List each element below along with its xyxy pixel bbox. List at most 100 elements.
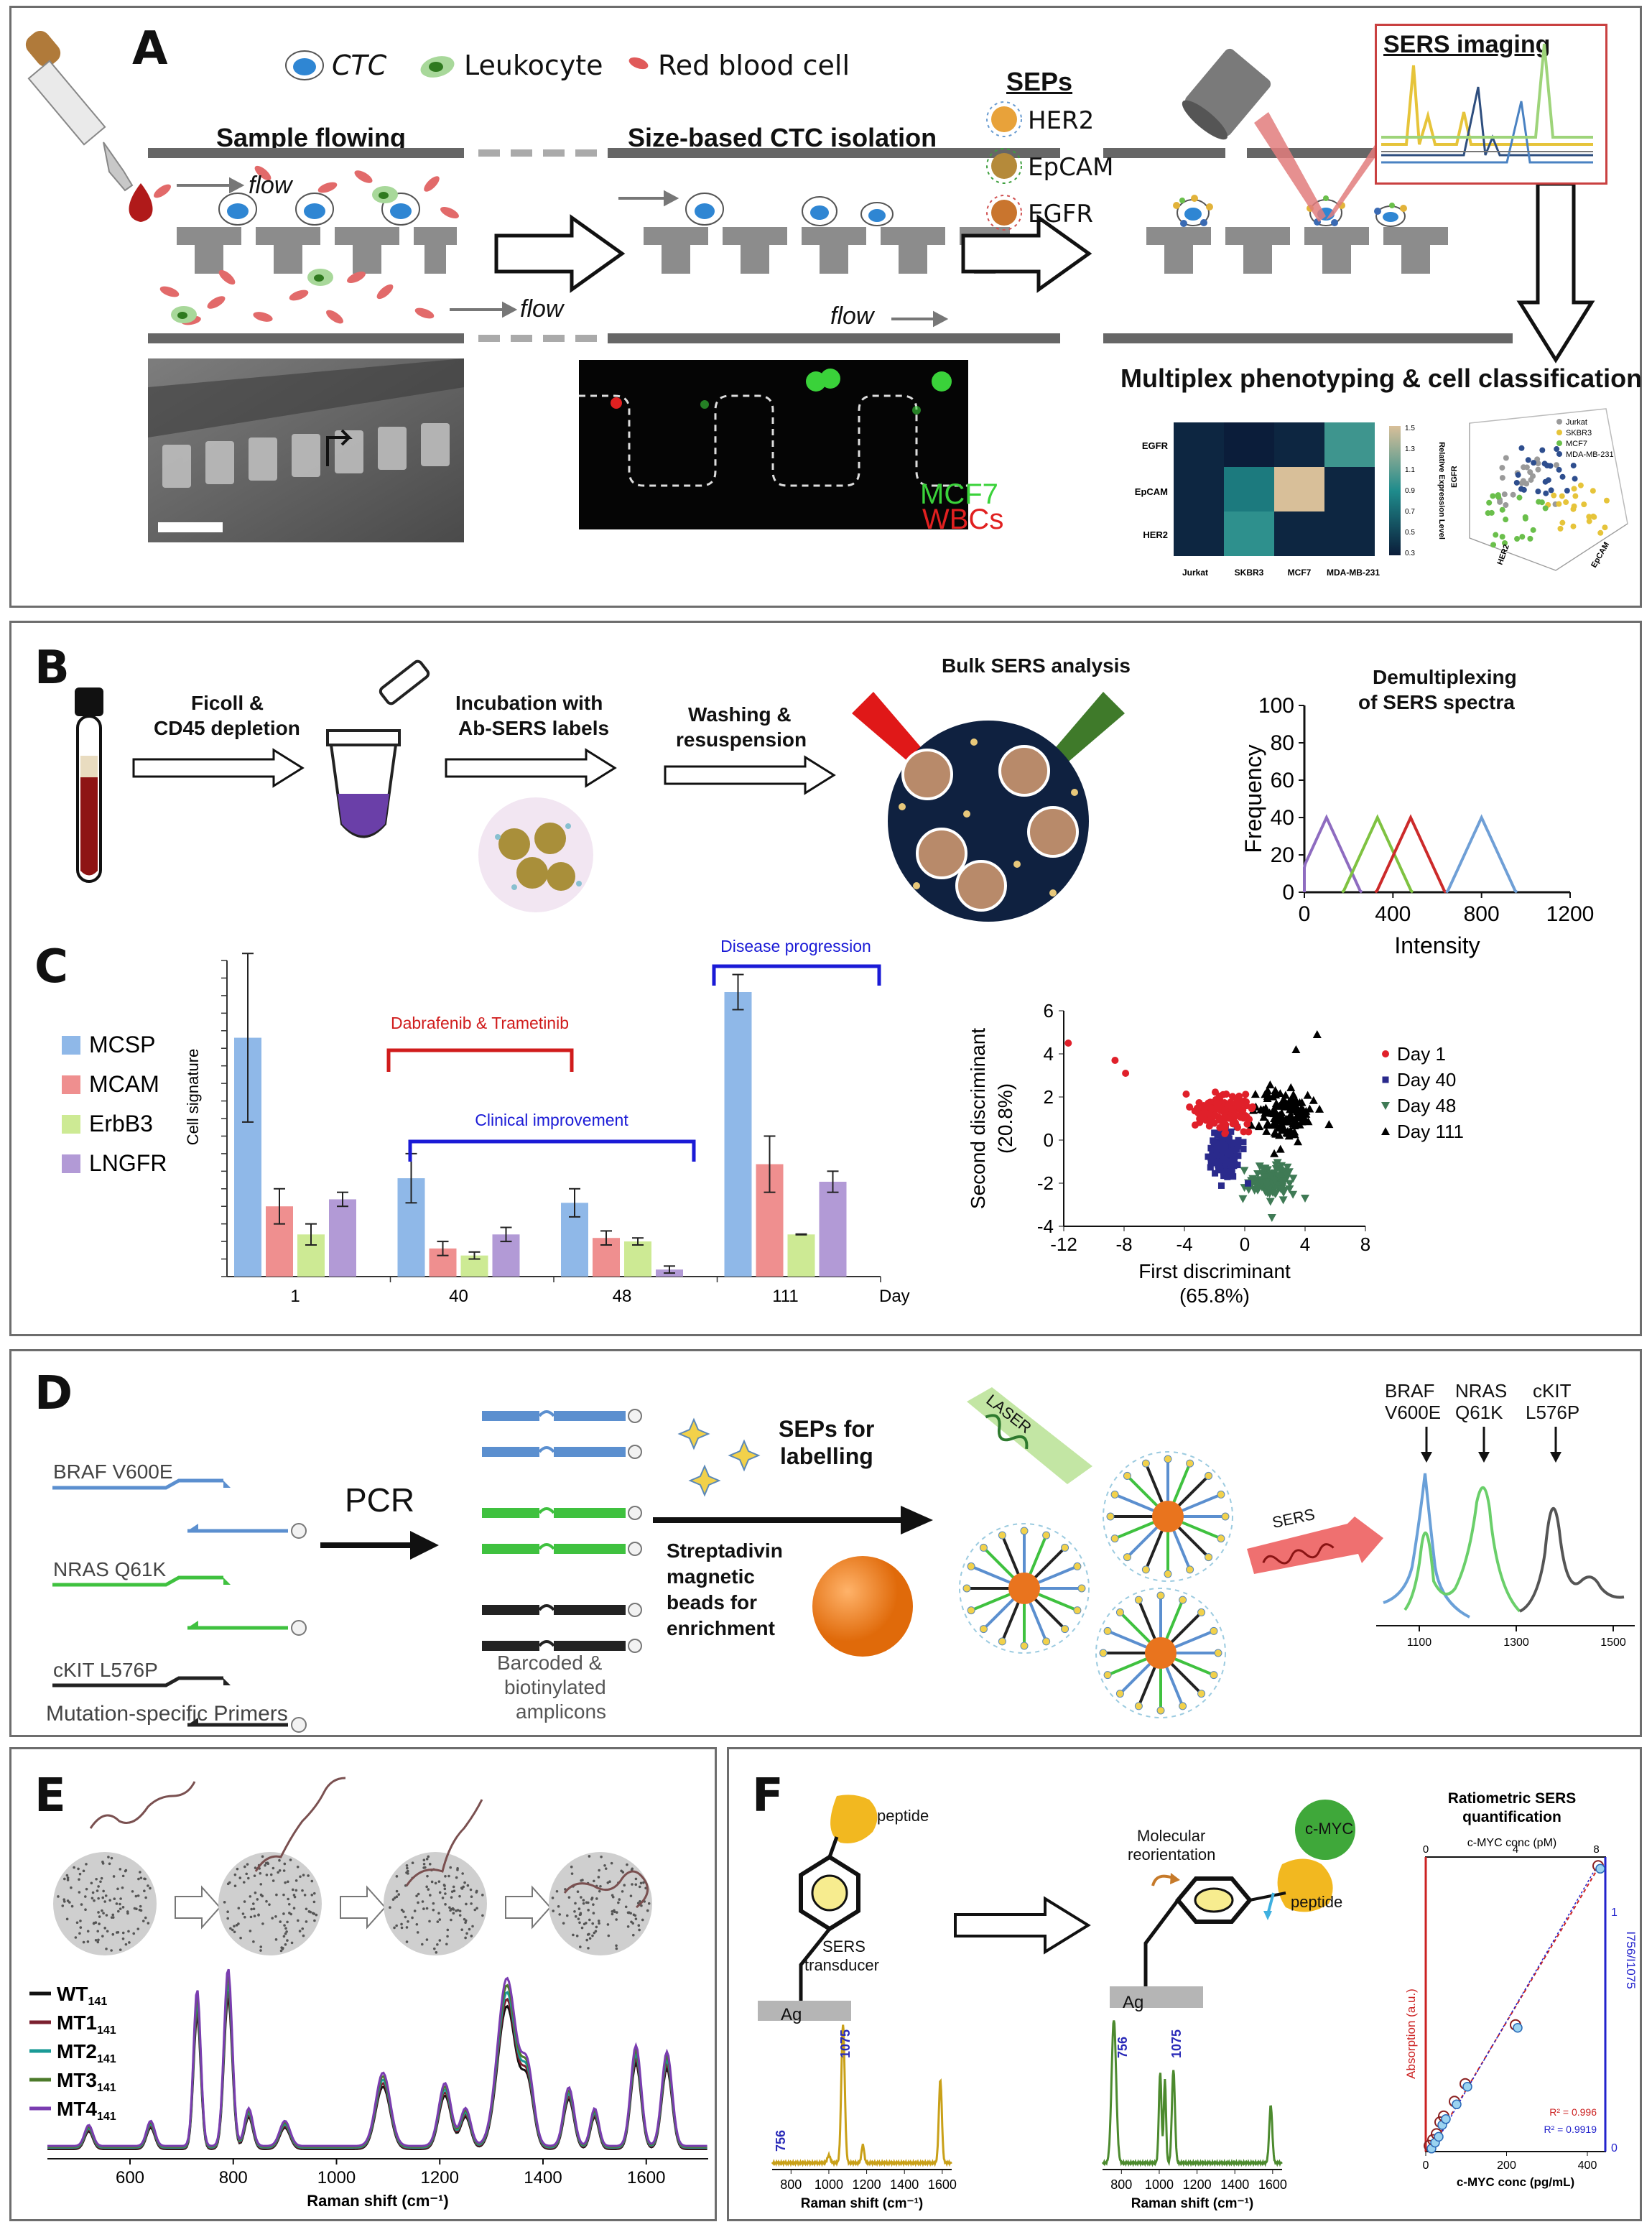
right-tick-label: 0: [1611, 2142, 1618, 2154]
surface-dot: [62, 1900, 66, 1903]
data-point-blue: [1452, 2099, 1462, 2110]
lda-point: [1279, 1196, 1288, 1205]
heatmap-row-her2: HER2: [1143, 529, 1168, 540]
lda-point: [1240, 1145, 1247, 1152]
step-bulk-sers: Bulk SERS analysis: [942, 654, 1131, 677]
surface-dot: [639, 1881, 643, 1885]
surface-dot: [647, 1902, 651, 1905]
surface-dot: [617, 1901, 620, 1904]
y-tick-label: 4: [1044, 1043, 1054, 1065]
hollow-arrow-icon: [445, 748, 617, 788]
magnetic-bead: [1152, 1501, 1184, 1532]
reoriented-transducer-diagram: [1110, 1800, 1355, 2008]
beads-label-3: beads for: [667, 1591, 758, 1613]
surface-dot: [400, 1922, 403, 1926]
biotin-dot: [628, 1506, 642, 1520]
lda-point: [1289, 1090, 1298, 1098]
surface-dot: [422, 1862, 426, 1866]
sers-imaging-spectra: [1381, 43, 1593, 164]
surface-dot: [115, 1902, 119, 1905]
lda-point: [1222, 1168, 1230, 1175]
surface-dot: [570, 1872, 574, 1875]
sep-label-dot: [1156, 1591, 1165, 1600]
surface-dot: [127, 1930, 130, 1933]
surface-dot: [296, 1865, 300, 1869]
peptide-label-1: peptide: [877, 1807, 929, 1825]
hollow-arrow-icon: [132, 748, 305, 788]
surface-dot: [243, 1865, 246, 1869]
lda-point: [1214, 1104, 1222, 1112]
top-axis-label: c-MYC conc (pM): [1467, 1837, 1556, 1849]
sep-label-dot: [1123, 1553, 1131, 1562]
surface-dot: [223, 1901, 226, 1904]
surface-dot: [305, 1920, 308, 1923]
lda-point: [1230, 1111, 1238, 1119]
scatter3d-point: [1527, 469, 1533, 476]
sep-label-dot: [1141, 1459, 1150, 1468]
x-tick-label: -4: [1176, 1233, 1192, 1255]
surface-dot: [444, 1903, 447, 1906]
scatter3d-point: [1535, 466, 1541, 473]
lda-point: [1382, 1076, 1389, 1083]
scatter3d-point: [1548, 487, 1554, 494]
y-axis-label: Second discriminant: [967, 1028, 989, 1209]
y-tick-label: 0: [1044, 1129, 1054, 1151]
micrograph-label-mcf7: MCF7: [920, 478, 998, 510]
surface-dot: [634, 1917, 638, 1920]
mutation-sers-spectra: 1100 1300 1500: [1376, 1427, 1635, 1649]
sep-label-dot: [1217, 1534, 1225, 1543]
surface-dot: [253, 1874, 256, 1877]
surface-dot: [470, 1902, 473, 1905]
surface-dot: [630, 1920, 633, 1924]
lda-point: [1207, 1154, 1215, 1162]
lda-point: [1217, 1162, 1224, 1169]
d-xtick-1100: 1100: [1407, 1636, 1432, 1649]
sep-label-dot: [1221, 1512, 1230, 1521]
surface-dot: [481, 1894, 484, 1897]
surface-dot: [432, 1908, 435, 1912]
scatter3d-point: [1525, 457, 1531, 463]
surface-dot: [422, 1866, 425, 1869]
surface-dot: [432, 1902, 435, 1905]
sep-label-dot: [1164, 1570, 1172, 1578]
surface-dot: [587, 1901, 590, 1904]
surface-dot: [437, 1880, 441, 1883]
lda-point: [1275, 1131, 1284, 1139]
scatter3d-point: [1503, 501, 1509, 508]
top-tick-label: 4: [1513, 1843, 1518, 1856]
legend-label: LNGFR: [89, 1150, 167, 1176]
heatmap-cell: [1224, 511, 1274, 556]
surface-dot: [395, 1875, 399, 1878]
surface-dot: [128, 1941, 131, 1944]
lda-point: [1292, 1103, 1301, 1111]
surface-dot: [587, 1909, 590, 1912]
legend-ctc-label: CTC: [332, 50, 387, 81]
surface-dot: [93, 1922, 96, 1925]
scatter3d-point: [1590, 488, 1596, 494]
surface-dot: [251, 1902, 255, 1905]
surface-dot: [615, 1911, 618, 1914]
surface-dot: [313, 1919, 316, 1922]
step-ficoll: Ficoll &: [191, 692, 264, 714]
surface-dot: [456, 1909, 460, 1912]
surface-dot: [301, 1889, 304, 1892]
seps-labelling-2: labelling: [780, 1443, 873, 1469]
scatter3d-point: [1521, 486, 1527, 493]
surface-dot: [286, 1880, 289, 1884]
heatmap-cell: [1324, 422, 1375, 467]
surface-dot: [91, 1891, 95, 1894]
lda-point: [1245, 1180, 1252, 1187]
surface-dot: [264, 1863, 266, 1867]
annotation-bracket-blue: [408, 1139, 696, 1162]
surface-dot: [405, 1940, 409, 1943]
scatter3d-point: [1531, 460, 1537, 466]
surface-dot: [411, 1916, 414, 1920]
surface-dot: [66, 1899, 70, 1902]
surface-dot: [121, 1931, 125, 1935]
surface-dot: [65, 1874, 69, 1877]
peak-label: 1075: [1169, 2029, 1184, 2058]
surface-dot: [407, 1920, 409, 1923]
raman-spectrum-line: [1101, 2020, 1283, 2167]
lda-point: [1202, 1103, 1210, 1111]
